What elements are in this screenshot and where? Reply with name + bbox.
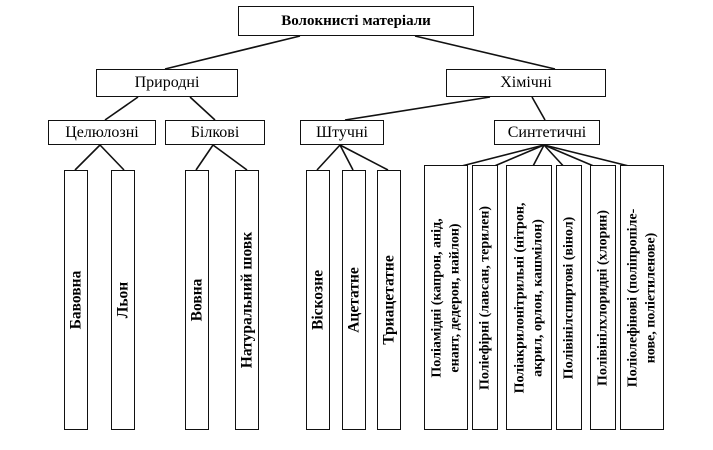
leaf-polyacrylonitrile-line1: Поліакрилонітрильні (нітрон, [512,202,528,393]
leaf-silk-label: Натуральний шовк [238,231,256,369]
leaf-polyvinyl-alcohol: Полівінілспиртові (вінол) [556,165,582,430]
leaf-acetate-label: Ацетатне [345,267,363,333]
synthetic-label: Синтетичні [507,123,587,141]
leaf-flax: Льон [111,170,135,430]
leaf-triacetate-label: Триацетатне [380,255,398,345]
natural-node: Природні [96,69,238,97]
natural-label: Природні [134,74,200,91]
chemical-node: Хімічні [446,69,606,97]
leaf-polyacrylonitrile-label: Поліакрилонітрильні (нітрон, акрил, орло… [512,202,547,393]
cellulose-label: Целюлозні [65,123,139,141]
leaf-acetate: Ацетатне [342,170,366,430]
leaf-wool: Вовна [185,170,209,430]
leaf-silk: Натуральний шовк [235,170,259,430]
leaf-polyester: Поліефірні (лавсан, терилен) [472,165,498,430]
synthetic-node: Синтетичні [494,120,600,145]
leaf-polyolefin-line1: Поліолефінові (поліпропіле- [625,208,641,387]
protein-node: Білкові [165,120,265,145]
leaf-cotton: Бавовна [64,170,88,430]
leaf-polyolefin-line2: нове, поліетиленове) [643,232,658,363]
leaf-polyamide: Поліамідні (капрон, анід, енант, дедерон… [424,165,468,430]
artificial-label: Штучні [316,123,368,141]
leaf-polyester-label: Поліефірні (лавсан, терилен) [476,205,494,389]
leaf-viscose: Віскозне [306,170,330,430]
leaf-polyamide-line2: енант, дедерон, найлон) [447,222,462,373]
leaf-cotton-label: Бавовна [67,270,85,330]
leaf-polyvinyl-chloride-label: Полівінілхлоридні (хлорин) [594,209,612,385]
leaf-polyvinyl-chloride: Полівінілхлоридні (хлорин) [590,165,616,430]
leaf-polyamide-line1: Поліамідні (капрон, анід, [429,217,445,378]
leaf-flax-label: Льон [114,281,132,319]
leaf-polyacrylonitrile-line2: акрил, орлон, кашмілон) [530,218,545,377]
artificial-node: Штучні [300,120,384,145]
chemical-label: Хімічні [500,74,552,91]
leaf-polyolefin-label: Поліолефінові (поліпропіле- нове, поліет… [625,208,660,387]
protein-label: Білкові [190,123,240,141]
leaf-polyvinyl-alcohol-label: Полівінілспиртові (вінол) [560,216,578,378]
root-node: Волокнисті матеріали [238,6,474,36]
leaf-polyacrylonitrile: Поліакрилонітрильні (нітрон, акрил, орло… [506,165,552,430]
leaf-triacetate: Триацетатне [377,170,401,430]
leaf-polyamide-label: Поліамідні (капрон, анід, енант, дедерон… [429,218,464,377]
cellulose-node: Целюлозні [48,120,156,145]
leaf-polyvinyl-alcohol-line1: Полівінілспиртові (вінол) [561,216,577,379]
leaf-viscose-label: Віскозне [309,269,327,331]
leaf-polyvinyl-chloride-line1: Полівінілхлоридні (хлорин) [595,209,611,386]
leaf-polyolefin: Поліолефінові (поліпропіле- нове, поліет… [620,165,664,430]
leaf-wool-label: Вовна [188,278,206,322]
root-label: Волокнисті матеріали [281,12,431,29]
leaf-polyester-line1: Поліефірні (лавсан, терилен) [477,205,493,390]
